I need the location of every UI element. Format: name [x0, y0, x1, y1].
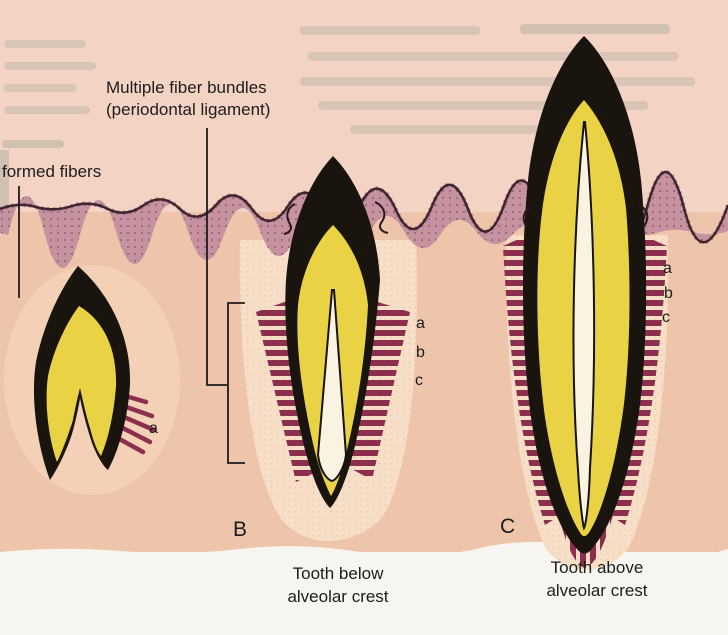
formed-fibers-label: formed fibers [2, 162, 101, 181]
gingiva-junction-squiggles [283, 201, 649, 235]
tooth-a-dentin [46, 306, 117, 462]
marker-c-tooth-c: c [662, 309, 670, 326]
panel-letter-b: B [233, 518, 247, 541]
tooth-b-root-canal [316, 289, 348, 483]
fiber-bundles-label-line1: Multiple fiber bundles [106, 78, 267, 97]
caption-tooth-b-line1: Tooth below [293, 564, 384, 583]
panel-letter-c: C [500, 515, 515, 538]
caption-tooth-c-line2: alveolar crest [546, 581, 647, 600]
marker-b-tooth-c: b [664, 285, 673, 302]
fiber-bundle-pointer-line [206, 128, 227, 386]
gingival-band-edge-fuzz [0, 169, 728, 245]
fiber-bundles-label-line2: (periodontal ligament) [106, 100, 270, 119]
marker-c-tooth-b: c [415, 372, 423, 389]
tooth-c-root-canal [572, 121, 596, 531]
marker-b-tooth-b: b [416, 344, 425, 361]
caption-tooth-b-line2: alveolar crest [287, 587, 388, 606]
marker-a-tooth-b: a [416, 315, 425, 332]
marker-a-tooth-a: a [149, 420, 158, 437]
tooth-b-fibers-right [346, 302, 410, 480]
marker-a-tooth-c: a [663, 260, 672, 277]
fiber-bundle-bracket [227, 302, 245, 464]
bottom-margin [0, 541, 728, 635]
caption-tooth-c-line1: Tooth above [551, 558, 644, 577]
